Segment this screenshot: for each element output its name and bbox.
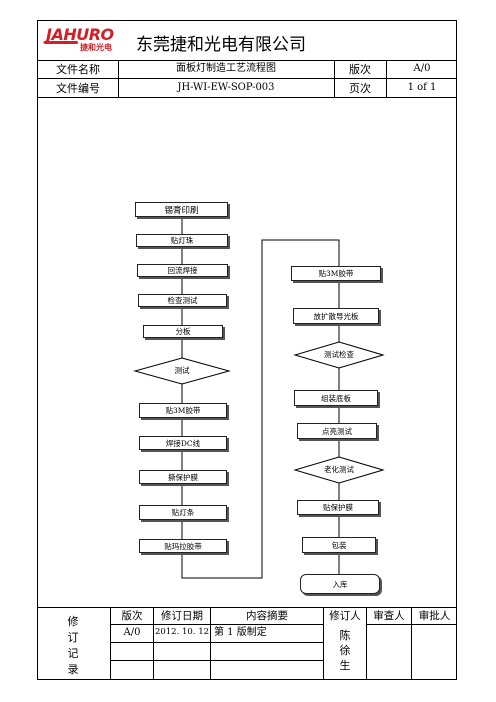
- revision-reviser-1: 陈: [339, 629, 351, 642]
- step-attach-light-bar: 贴灯条: [139, 505, 227, 520]
- revision-side-label-2: 订: [67, 631, 79, 644]
- header-col-3: [386, 60, 387, 97]
- step-test-label: 测试: [174, 366, 190, 375]
- step-depaneling: 分板: [143, 325, 223, 338]
- step-assemble-base-plate: 组装底板: [294, 390, 378, 406]
- revision-col-1: [110, 607, 111, 680]
- revision-row-version: A/0: [123, 627, 141, 638]
- revision-reviser-2: 徐: [339, 644, 351, 657]
- step-place-diffuser-guide-plate: 放扩散导光板: [293, 308, 379, 324]
- revision-header-summary: 内容摘要: [246, 610, 288, 622]
- revision-row-line-2: [110, 660, 323, 661]
- page-value: 1 of 1: [407, 82, 437, 93]
- revision-top-line: [37, 607, 457, 608]
- revision-row-summary: 第 1 版制定: [214, 627, 267, 638]
- step-solder-paste-printing: 锡膏印刷: [135, 202, 228, 217]
- page-label: 页次: [349, 82, 371, 95]
- revision-col-3: [210, 607, 211, 680]
- step-attach-3m-tape: 贴3M胶带: [139, 403, 227, 418]
- file-name-label: 文件名称: [56, 63, 100, 76]
- revision-header-reviser: 修订人: [329, 610, 361, 622]
- version-label: 版次: [349, 63, 371, 76]
- logo-text: JAHURO: [46, 25, 114, 44]
- header-col-2: [334, 60, 335, 97]
- step-mount-leds: 贴灯珠: [136, 234, 228, 247]
- step-solder-dc-wire: 焊接DC线: [139, 436, 227, 450]
- header-line-1: [37, 60, 457, 61]
- revision-side-label-4: 录: [67, 663, 79, 676]
- header-line-2: [37, 78, 457, 79]
- header-col-1: [118, 60, 119, 97]
- revision-col-6: [411, 607, 412, 680]
- revision-row-line: [110, 642, 323, 643]
- revision-header-version: 版次: [121, 610, 143, 622]
- logo-swoosh: [44, 41, 78, 44]
- revision-header-line: [110, 624, 323, 625]
- file-name-value: 面板灯制造工艺流程图: [176, 63, 276, 74]
- step-attach-protective-film: 贴保护膜: [297, 500, 379, 515]
- file-number-label: 文件编号: [56, 82, 100, 95]
- revision-header-date: 修订日期: [161, 610, 203, 622]
- logo-subtext: 捷和光电: [80, 43, 112, 52]
- step-right-attach-3m-tape: 贴3M胶带: [291, 266, 381, 281]
- revision-header-approver: 审批人: [418, 610, 451, 622]
- step-reflow-soldering: 回流焊接: [137, 264, 228, 277]
- revision-col-5: [366, 607, 367, 680]
- decision-test-left: [133, 357, 231, 385]
- revision-side-label-1: 修: [67, 615, 79, 628]
- step-light-up-test: 点亮测试: [297, 423, 377, 439]
- revision-col-4: [323, 607, 324, 680]
- revision-col-2: [153, 607, 154, 680]
- company-logo: JAHURO 捷和光电: [44, 25, 128, 52]
- revision-reviser-3: 生: [339, 659, 351, 672]
- header-line-3: [37, 97, 457, 98]
- revision-side-label-3: 记: [67, 647, 79, 660]
- decision-check-right: [293, 341, 385, 369]
- step-test-check-label: 测试检查: [324, 350, 354, 359]
- decision-aging-right: [293, 456, 385, 484]
- step-inspection-test: 检查测试: [138, 294, 227, 307]
- company-name: 东莞捷和光电有限公司: [136, 35, 306, 55]
- revision-header-reviewer: 审查人: [373, 610, 405, 622]
- revision-row-date: 2012. 10. 12: [154, 627, 210, 637]
- file-number-value: JH-WI-EW-SOP-003: [177, 82, 275, 93]
- version-value: A/0: [413, 63, 431, 74]
- step-packaging: 包装: [302, 537, 376, 553]
- step-peel-protective-film: 撕保护膜: [139, 470, 227, 484]
- step-aging-test-label: 老化测试: [324, 465, 354, 474]
- document-frame: [37, 20, 457, 680]
- step-attach-mylar-tape: 贴玛拉胶带: [139, 539, 227, 553]
- step-warehousing: 入库: [300, 574, 380, 594]
